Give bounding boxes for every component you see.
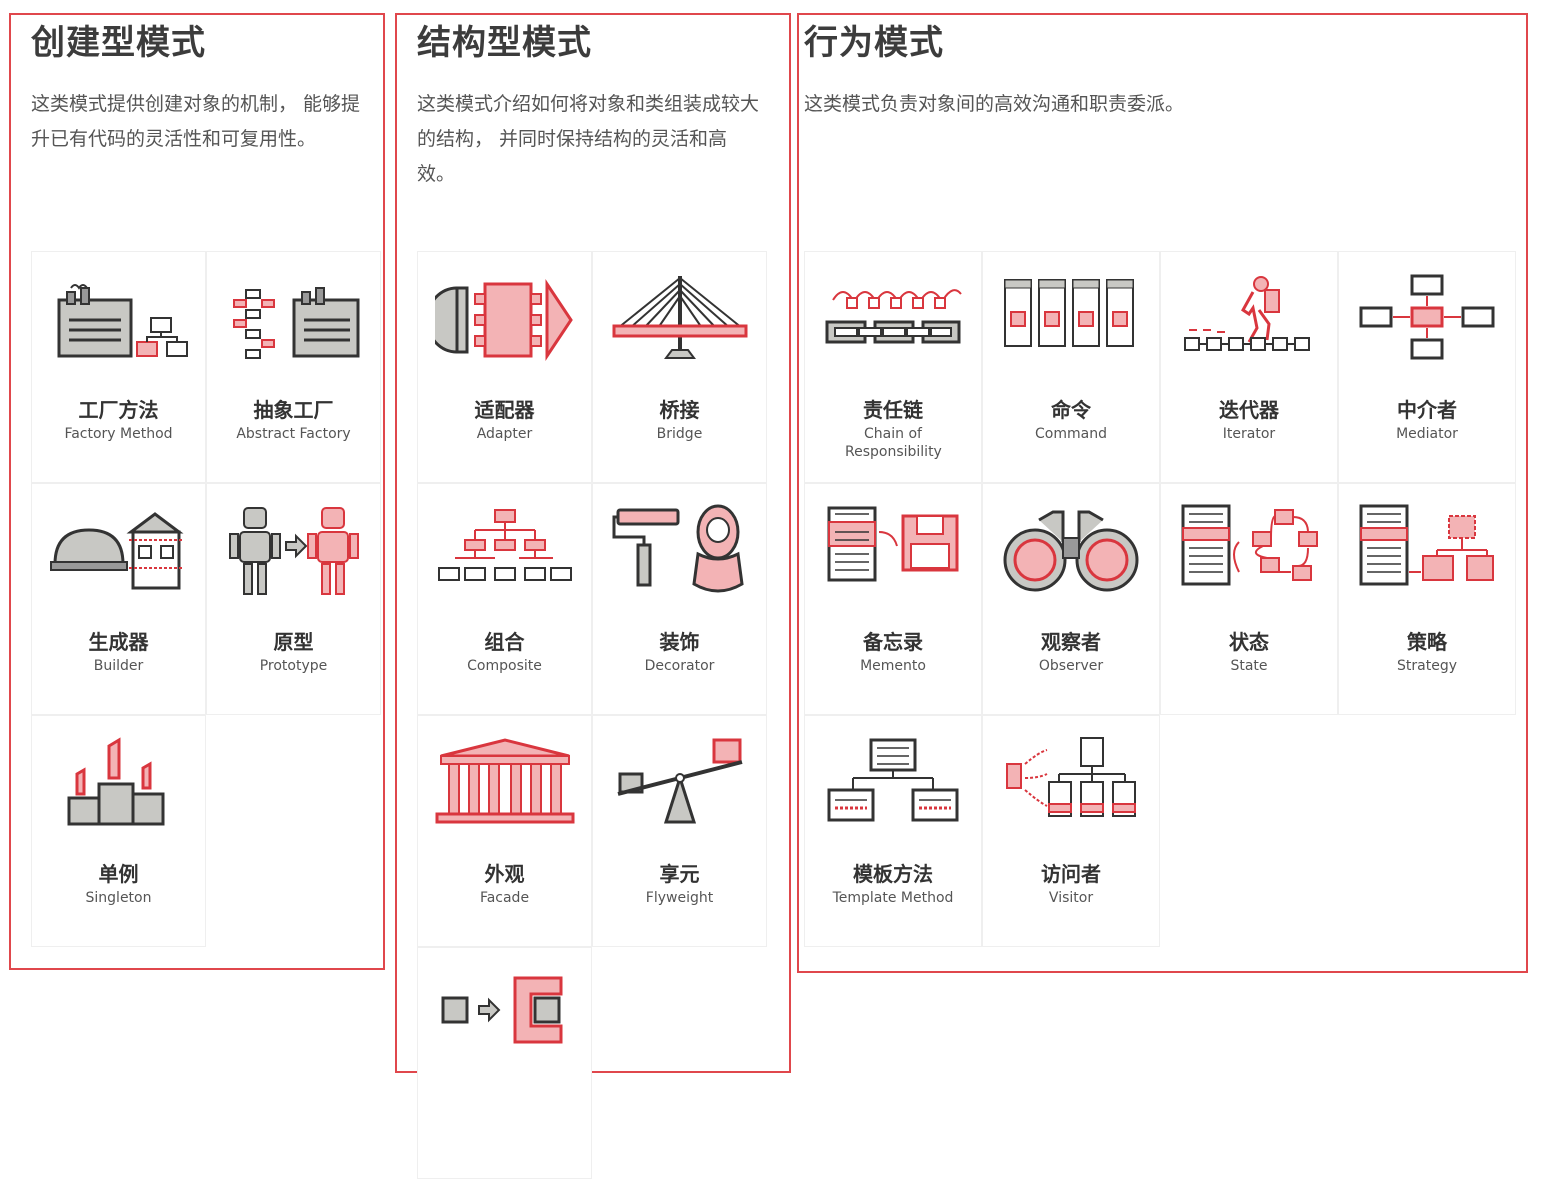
pattern-name: 命令 — [1051, 398, 1091, 422]
pattern-card-facade[interactable]: 外观 Facade — [417, 715, 592, 947]
mediator-icon — [1359, 274, 1495, 360]
pattern-card-abstract-factory[interactable]: 抽象工厂 Abstract Factory — [206, 251, 381, 483]
structural-column: 结构型模式 这类模式介绍如何将对象和类组装成较大的结构， 并同时保持结构的灵活和… — [395, 13, 791, 1179]
flyweight-icon — [617, 738, 742, 824]
pattern-name: 单例 — [98, 862, 139, 886]
pattern-name: 观察者 — [1041, 630, 1101, 654]
pattern-name: 工厂方法 — [78, 398, 159, 422]
pattern-subtitle: Singleton — [85, 890, 152, 906]
abstract-factory-icon — [232, 287, 359, 359]
pattern-card-strategy[interactable]: 策略 Strategy — [1338, 483, 1516, 715]
pattern-card-observer[interactable]: 观察者 Observer — [982, 483, 1160, 715]
creational-column: 创建型模式 这类模式提供创建对象的机制， 能够提升已有代码的灵活性和可复用性。 … — [9, 13, 385, 970]
pattern-card-bridge[interactable]: 桥接 Bridge — [592, 251, 767, 483]
pattern-name: 组合 — [484, 630, 525, 654]
pattern-card-adapter[interactable]: 适配器 Adapter — [417, 251, 592, 483]
pattern-name: 享元 — [659, 862, 700, 886]
pattern-name: 备忘录 — [863, 630, 923, 654]
factory-icon — [57, 284, 188, 358]
memento-icon — [827, 506, 959, 582]
pattern-card-proxy[interactable] — [417, 947, 592, 1179]
chain-icon — [825, 289, 962, 344]
pattern-subtitle: Facade — [479, 890, 530, 906]
pattern-name: 策略 — [1407, 630, 1447, 654]
pattern-card-visitor[interactable]: 访问者 Visitor — [982, 715, 1160, 947]
pattern-card-command[interactable]: 命令 Command — [982, 251, 1160, 483]
pattern-name: 模板方法 — [853, 862, 933, 886]
pattern-name: 桥接 — [659, 398, 700, 422]
pattern-subtitle: Adapter — [476, 426, 533, 442]
pattern-name: 责任链 — [863, 398, 923, 422]
pattern-subtitle: Prototype — [259, 658, 328, 674]
pattern-name: 抽象工厂 — [253, 398, 334, 422]
pattern-name: 外观 — [484, 862, 525, 886]
pattern-card-chain-of-responsibility[interactable]: 责任链 Chain of Responsibility — [804, 251, 982, 483]
behavioral-title: 行为模式 — [804, 23, 944, 63]
pattern-subtitle: Mediator — [1396, 426, 1458, 442]
pattern-card-memento[interactable]: 备忘录 Memento — [804, 483, 982, 715]
pattern-subtitle: Strategy — [1397, 658, 1457, 674]
pattern-name: 中介者 — [1397, 398, 1457, 422]
behavioral-column: 行为模式 这类模式负责对象间的高效沟通和职责委派。 责任链 — [797, 13, 1528, 973]
pattern-card-mediator[interactable]: 中介者 Mediator — [1338, 251, 1516, 483]
structural-desc: 这类模式介绍如何将对象和类组装成较大的结构， 并同时保持结构的灵活和高效。 — [417, 93, 760, 185]
strategy-icon — [1359, 504, 1494, 586]
pattern-subtitle: Visitor — [1048, 890, 1094, 906]
bridge-icon — [612, 276, 747, 359]
pattern-subtitle: State — [1230, 658, 1268, 674]
pattern-card-prototype[interactable]: 原型 Prototype — [206, 483, 381, 715]
pattern-name: 原型 — [273, 630, 314, 654]
pattern-card-template-method[interactable]: 模板方法 Template Method — [804, 715, 982, 947]
pattern-card-builder[interactable]: 生成器 Builder — [31, 483, 206, 715]
command-icon — [1004, 279, 1134, 347]
pattern-subtitle: Command — [1035, 426, 1107, 442]
decorator-icon — [612, 504, 744, 593]
pattern-subtitle: Memento — [860, 658, 926, 674]
observer-icon — [1003, 510, 1139, 592]
builder-icon — [49, 512, 183, 590]
pattern-name: 迭代器 — [1219, 398, 1279, 422]
pattern-card-decorator[interactable]: 装饰 Decorator — [592, 483, 767, 715]
adapter-icon — [434, 279, 573, 361]
pattern-subtitle: Template Method — [832, 890, 954, 906]
pattern-subtitle: Chain of Responsibility — [845, 426, 942, 460]
creational-title: 创建型模式 — [31, 23, 206, 63]
pattern-card-composite[interactable]: 组合 Composite — [417, 483, 592, 715]
pattern-name: 适配器 — [474, 398, 535, 422]
proxy-icon — [441, 976, 562, 1044]
visitor-icon — [1006, 737, 1136, 817]
prototype-icon — [228, 507, 359, 595]
pattern-subtitle: Builder — [93, 658, 144, 674]
pattern-subtitle: Observer — [1038, 658, 1104, 674]
pattern-name: 装饰 — [659, 630, 700, 654]
pattern-card-flyweight[interactable]: 享元 Flyweight — [592, 715, 767, 947]
pattern-card-state[interactable]: 状态 State — [1160, 483, 1338, 715]
pattern-subtitle: Bridge — [656, 426, 703, 442]
pattern-subtitle: Decorator — [644, 658, 715, 674]
facade-icon — [435, 738, 574, 824]
pattern-card-factory-method[interactable]: 工厂方法 Factory Method — [31, 251, 206, 483]
pattern-name: 访问者 — [1041, 862, 1101, 886]
state-icon — [1181, 504, 1318, 586]
pattern-subtitle: Abstract Factory — [236, 426, 351, 442]
pattern-subtitle: Flyweight — [645, 890, 714, 906]
pattern-subtitle: Factory Method — [64, 426, 173, 442]
iterator-icon — [1184, 276, 1310, 351]
pattern-subtitle: Composite — [467, 658, 542, 674]
template-icon — [827, 738, 959, 822]
pattern-name: 生成器 — [88, 630, 149, 654]
behavioral-desc: 这类模式负责对象间的高效沟通和职责委派。 — [804, 93, 1185, 115]
singleton-icon — [67, 737, 164, 826]
pattern-subtitle: Iterator — [1222, 426, 1276, 442]
pattern-card-singleton[interactable]: 单例 Singleton — [31, 715, 206, 947]
structural-title: 结构型模式 — [417, 23, 592, 63]
pattern-card-iterator[interactable]: 迭代器 Iterator — [1160, 251, 1338, 483]
composite-icon — [437, 509, 572, 581]
creational-desc: 这类模式提供创建对象的机制， 能够提升已有代码的灵活性和可复用性。 — [31, 93, 361, 150]
pattern-name: 状态 — [1229, 630, 1269, 654]
